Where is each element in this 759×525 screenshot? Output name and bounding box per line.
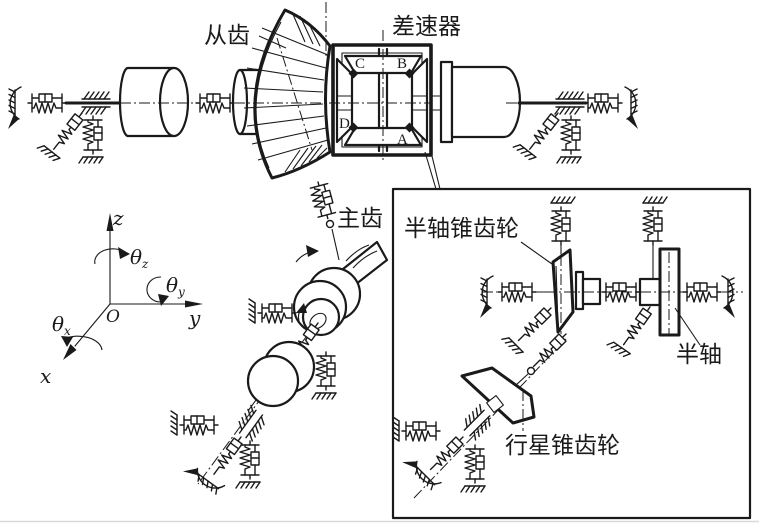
right-rotation-ground-icon [624, 86, 639, 130]
inset-mesh-damper-icon [529, 329, 571, 371]
inset-top-right-damper-icon [642, 206, 663, 246]
origin-label: O [106, 307, 120, 327]
pinion-lower-damper-icon [209, 433, 246, 478]
gear-mesh-link [307, 178, 340, 261]
inset-left-diagonal-damper-icon [514, 303, 556, 345]
pinion-rotation-ground-icon [182, 460, 226, 497]
left-spring-damper-icon [27, 93, 67, 114]
gear-b-label: B [397, 56, 407, 72]
pinion-label: 主齿 [337, 206, 383, 231]
right-spring-damper-icon [583, 93, 623, 114]
coordinate-system: O z y x θz θy θx [40, 206, 203, 388]
planet-bevel-gear-label: 行星锥齿轮 [505, 433, 620, 458]
inset-leader-line [424, 151, 441, 190]
output-cylinder [450, 65, 522, 139]
left-rotation-ground-icon [7, 86, 22, 130]
ring-gear [231, 8, 332, 180]
planet-rotation-ground-icon [401, 452, 442, 493]
inset-right-spring-damper-icon [682, 282, 722, 303]
x-axis-label: x [40, 364, 51, 388]
z-axis-label: z [112, 206, 124, 230]
inset-left-rotation-ground-icon [479, 275, 494, 319]
pinion-assembly [170, 240, 389, 497]
gear-c-label: C [355, 56, 365, 72]
ring-gear-label: 从齿 [204, 23, 250, 48]
planet-shaft-damper-icon [426, 432, 468, 474]
half-shaft-label: 半轴 [676, 342, 722, 367]
right-vertical-damper-icon [560, 115, 581, 155]
side-bevel-gear [551, 248, 575, 334]
inset-top-left-damper-icon [550, 206, 571, 246]
inset-left-spring-damper-icon [497, 282, 537, 303]
theta-y-label: θy [166, 273, 185, 299]
centerlines [120, 2, 524, 162]
theta-x-label: θx [52, 312, 71, 338]
mesh-node-icon [325, 219, 335, 229]
gear-a-label: A [397, 132, 408, 148]
inset-mesh-node-icon [526, 366, 536, 376]
shaft-joint [246, 354, 300, 408]
left-vertical-damper-icon [82, 115, 103, 155]
side-bevel-gear-label: 半轴锥齿轮 [404, 216, 519, 241]
mesh-spring-damper-icon [307, 178, 338, 222]
differential-label: 差速器 [392, 14, 461, 39]
right-shaft-assembly [431, 60, 639, 164]
inset-right-diagonal-damper-icon [618, 303, 655, 349]
differential-gear-right [410, 57, 429, 144]
pinion-vertical-damper-icon [239, 440, 260, 480]
inset-detail-box: 半轴锥齿轮 半轴 行星锥齿轮 [391, 187, 752, 520]
differential-box: C B D A [331, 43, 433, 157]
left-shaft-assembly [7, 66, 235, 164]
planet-bearing-support-icon [458, 403, 497, 442]
planet-bevel-gear [460, 366, 536, 425]
input-spring-damper-icon [195, 93, 235, 114]
differential-gear-bottom [343, 126, 423, 147]
planet-horizontal-damper-icon [401, 421, 441, 442]
pinion-left-damper-icon [257, 303, 297, 324]
pinion-horizontal-damper-icon [179, 415, 219, 436]
theta-z-label: θz [130, 245, 149, 271]
planet-vertical-damper-icon [464, 444, 485, 484]
inset-right-rotation-ground-icon [721, 275, 736, 319]
inset-border [391, 187, 752, 520]
input-cylinder [118, 66, 176, 138]
left-diagonal-damper-icon [49, 109, 87, 154]
y-axis-label: y [188, 306, 201, 330]
pinion-below-damper-icon [315, 351, 336, 391]
gear-d-label: D [339, 116, 350, 132]
right-diagonal-damper-icon [525, 109, 563, 154]
main-labels: 从齿 差速器 主齿 [204, 14, 461, 231]
